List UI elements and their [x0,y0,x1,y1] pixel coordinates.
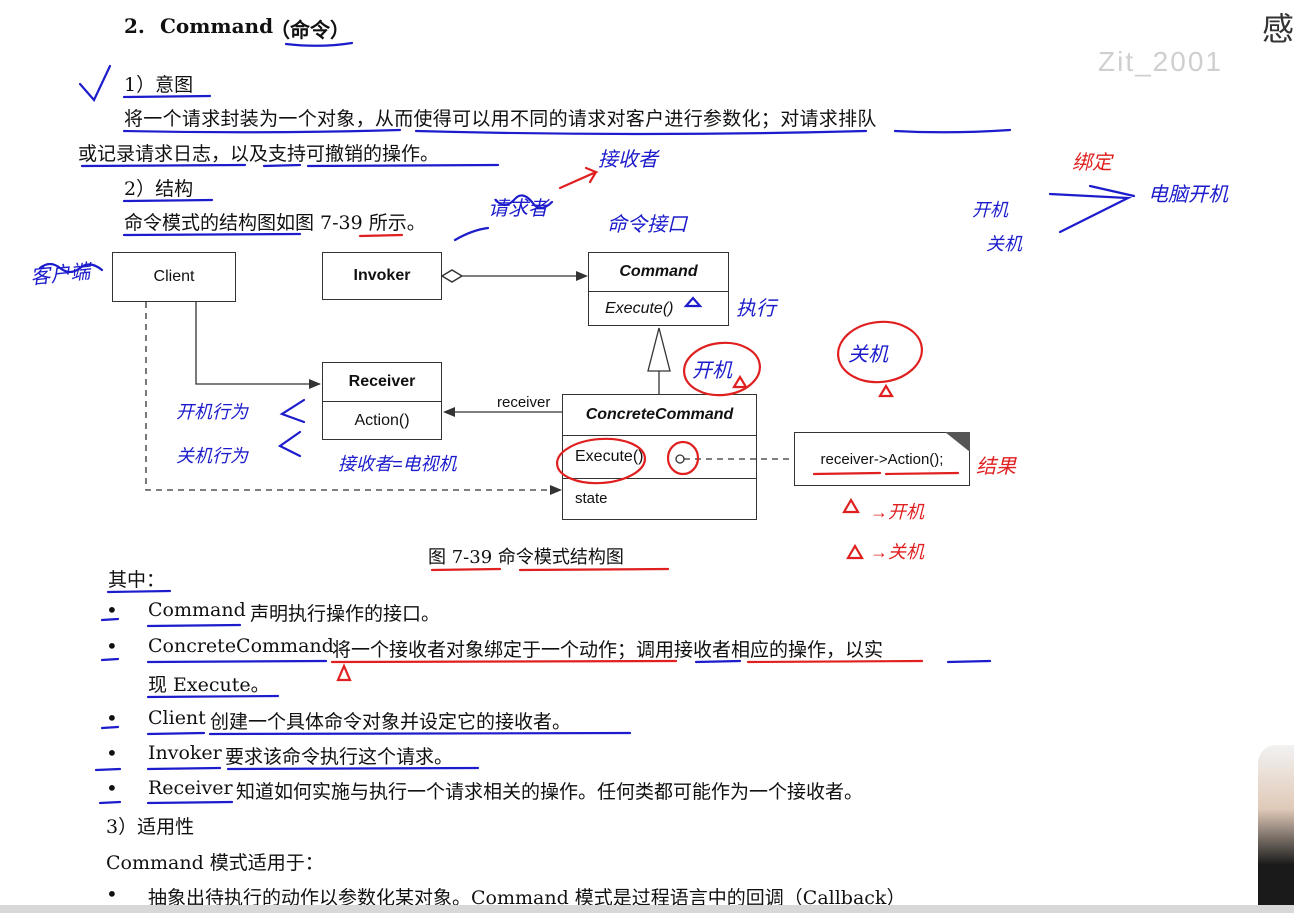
code-note: receiver->Action(); [794,432,970,486]
bullet-invoker: • [106,741,118,765]
bullet-applicability: • [106,882,118,906]
annot-receiver: 接收者 [598,149,658,171]
applicability-intro: Command 模式适用于： [106,852,324,874]
annot-power-off-cmd: 关机 [848,344,888,366]
section-title: Command [160,14,274,38]
receiver-class-name: Receiver [323,363,441,402]
section-number: 2. [124,14,145,38]
receiver-class: Receiver Action() [322,362,442,440]
concrete-command-state: state [575,489,608,507]
item-invoker-name: Invoker [148,742,222,764]
invoker-class: Invoker [322,252,442,300]
item-concrete-name: ConcreteCommand [148,635,334,657]
receiver-op: Action() [354,412,410,429]
annot-rx-on: 开机行为 [176,402,248,422]
item-command-desc: 声明执行操作的接口。 [250,603,441,625]
annot-rx-off: 关机行为 [176,446,248,466]
code-note-text: receiver->Action(); [820,450,944,468]
command-class-name: Command [589,253,728,292]
intent-line1: 将一个请求封装为一个对象，从而使得可以用不同的请求对客户进行参数化；对请求排队 [124,108,877,130]
command-class: Command Execute() [588,252,729,326]
intent-heading: 1）意图 [124,74,194,96]
figure-caption: 图 7-39 命令模式结构图 [428,547,624,568]
participants-heading: 其中： [108,569,166,591]
annot-computer-on: 电脑开机 [1148,184,1228,206]
bullet-client: • [106,706,118,730]
webcam-overlay [1258,745,1294,905]
item-client-name: Client [148,707,206,729]
watermark-faded: Zit_2001 [1098,46,1223,77]
intent-line2: 或记录请求日志，以及支持可撤销的操作。 [78,143,440,165]
scrollbar[interactable] [0,905,1294,913]
annot-result: 结果 [976,456,1016,478]
invoker-class-name: Invoker [353,267,411,284]
annot-rx-computer: 接收者=电视机 [338,454,457,474]
annot-execute: 执行 [736,298,776,320]
applicability-item1: 抽象出待执行的动作以参数化某对象。Command 模式是过程语言中的回调（Cal… [148,887,906,909]
structure-text: 命令模式的结构图如图 7-39 所示。 [124,212,426,234]
item-receiver-desc: 知道如何实施与执行一个请求相关的操作。任何类都可能作为一个接收者。 [236,781,864,803]
bullet-receiver: • [106,776,118,800]
item-concrete-desc-cont: 现 Execute。 [148,674,270,696]
section-title-cn: （命令） [270,18,350,42]
annot-power-on-cmd: 开机 [692,360,732,382]
item-invoker-desc: 要求该命令执行这个请求。 [225,746,454,768]
client-class-name: Client [153,268,195,285]
receiver-association-label: receiver [497,394,551,411]
annot-bind: 绑定 [1072,152,1112,174]
item-command-name: Command [148,599,246,621]
annot-tri-off: →关机 [870,542,924,562]
bullet-concrete: • [106,634,118,658]
annot-requester: 请求者 [488,198,548,220]
watermark-top: 感 [1262,11,1294,47]
client-class: Client [112,252,236,302]
command-op: Execute() [605,300,674,317]
applicability-heading: 3）适用性 [106,816,195,838]
annot-on-key: 开机 [972,200,1008,220]
annot-off-key: 关机 [986,234,1022,254]
structure-heading: 2）结构 [124,178,194,200]
item-client-desc: 创建一个具体命令对象并设定它的接收者。 [210,711,572,733]
item-receiver-name: Receiver [148,777,233,799]
concrete-command-name: ConcreteCommand [563,395,756,436]
bullet-command: • [106,598,118,622]
item-concrete-desc: 将一个接收者对象绑定于一个动作；调用接收者相应的操作，以实 [332,639,884,661]
annot-tri-on: →开机 [870,502,924,522]
annot-command-iface: 命令接口 [607,214,687,236]
